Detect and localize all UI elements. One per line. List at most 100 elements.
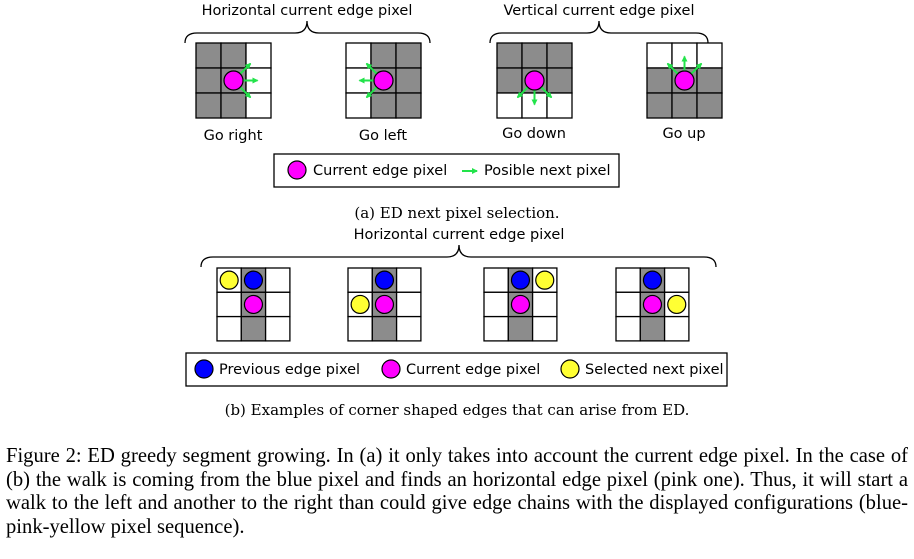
grid-cell (347, 315, 373, 342)
grid-cell (264, 267, 291, 293)
grid-cell (395, 92, 422, 119)
grid-cell (546, 42, 573, 69)
grid-cell (507, 315, 534, 342)
legend-previous-swatch (194, 359, 214, 379)
group-label-b: Horizontal current edge pixel (354, 227, 565, 243)
grid-cell (345, 92, 372, 119)
caption-b: (b) Examples of corner shaped edges that… (225, 401, 690, 419)
grid-cell (370, 92, 397, 119)
current-edge-pixel (642, 294, 663, 315)
grid-cell (615, 315, 641, 342)
grid-a-2: Go left (345, 42, 422, 144)
direction-label: Go up (662, 126, 705, 142)
grid-cell (531, 315, 558, 342)
grid-cell (216, 291, 242, 318)
grid-cell (696, 92, 723, 119)
grid-b-4 (615, 267, 690, 342)
previous-edge-pixel (510, 270, 531, 290)
legend-a: Current edge pixel Posible next pixel (273, 153, 620, 188)
brace-b (200, 244, 717, 268)
next-pixel-arrow-icon (365, 62, 378, 75)
grid-cell (663, 315, 690, 342)
current-edge-pixel (510, 294, 531, 315)
grid-cell (615, 291, 641, 318)
current-edge-pixel (373, 70, 394, 91)
selected-next-pixel (535, 270, 555, 290)
grid-cell (220, 92, 247, 119)
grid-cell (483, 291, 509, 318)
legend-selected-label: Selected next pixel (585, 362, 724, 378)
grid-cell (483, 267, 509, 293)
grid-cell (663, 267, 690, 293)
brace-horizontal (184, 20, 431, 44)
grid-cell (370, 42, 397, 69)
selected-next-pixel (219, 270, 239, 290)
selected-next-pixel (667, 294, 687, 315)
grid-cell (220, 42, 247, 69)
next-pixel-arrow-icon (540, 86, 553, 99)
direction-label: Go left (359, 128, 408, 144)
grid-cell (264, 291, 291, 318)
next-pixel-arrow-icon (239, 62, 252, 75)
previous-edge-pixel (642, 270, 663, 290)
grid-a-4: Go up (646, 42, 723, 142)
grid-b-2 (347, 267, 422, 342)
direction-label: Go down (502, 126, 566, 142)
caption-a: (a) ED next pixel selection. (354, 204, 559, 222)
grid-cell (395, 267, 422, 293)
grid-b-1 (216, 267, 291, 342)
legend-current-swatch (381, 359, 401, 379)
current-edge-pixel (674, 70, 695, 91)
next-pixel-arrow-icon (690, 62, 703, 75)
grid-cell (347, 267, 373, 293)
legend-selected-swatch (560, 359, 580, 379)
direction-label: Go right (204, 128, 263, 144)
group-label-vertical: Vertical current edge pixel (504, 3, 695, 19)
previous-edge-pixel (374, 270, 395, 290)
legend-current-label: Current edge pixel (313, 163, 447, 179)
current-edge-pixel (374, 294, 395, 315)
current-edge-pixel (223, 70, 244, 91)
group-label-horizontal: Horizontal current edge pixel (202, 3, 413, 19)
grid-cell (546, 67, 573, 94)
grid-cell (264, 315, 291, 342)
grid-cell (521, 42, 548, 69)
next-pixel-arrow-icon (239, 86, 252, 99)
grid-cell (639, 315, 666, 342)
grid-cell (395, 315, 422, 342)
grid-cell (195, 42, 222, 69)
next-pixel-arrow-icon (516, 86, 529, 99)
current-edge-pixel (243, 294, 264, 315)
figure-caption: Figure 2: ED greedy segment growing. In … (6, 445, 908, 538)
grid-cell (671, 92, 698, 119)
next-pixel-arrow-icon (666, 62, 679, 75)
legend-b: Previous edge pixel Current edge pixel S… (185, 352, 728, 387)
grid-cell (646, 67, 673, 94)
grid-cell (195, 92, 222, 119)
grid-cell (371, 315, 398, 342)
grid-cell (615, 267, 641, 293)
grid-cell (216, 315, 242, 342)
grid-a-1: Go right (195, 42, 272, 144)
panel-a: Horizontal current edge pixel Vertical c… (184, 3, 723, 222)
grid-cell (496, 67, 523, 94)
grid-cell (395, 67, 422, 94)
grid-cell (195, 67, 222, 94)
grid-cell (646, 92, 673, 119)
grid-b-3 (483, 267, 558, 342)
previous-edge-pixel (243, 270, 264, 290)
grid-cell (483, 315, 509, 342)
selected-next-pixel (350, 294, 370, 315)
grid-cell (240, 315, 267, 342)
grid-cell (496, 42, 523, 69)
legend-previous-label: Previous edge pixel (219, 362, 360, 378)
grid-a-3: Go down (496, 42, 573, 142)
next-pixel-arrow-icon (365, 86, 378, 99)
grid-cell (395, 291, 422, 318)
legend-current-label: Current edge pixel (406, 362, 540, 378)
panel-b: Horizontal current edge pixel Previous e… (185, 227, 728, 419)
legend-next-label: Posible next pixel (484, 163, 611, 179)
grid-cell (531, 291, 558, 318)
legend-current-swatch (287, 160, 307, 180)
brace-vertical (489, 20, 709, 44)
